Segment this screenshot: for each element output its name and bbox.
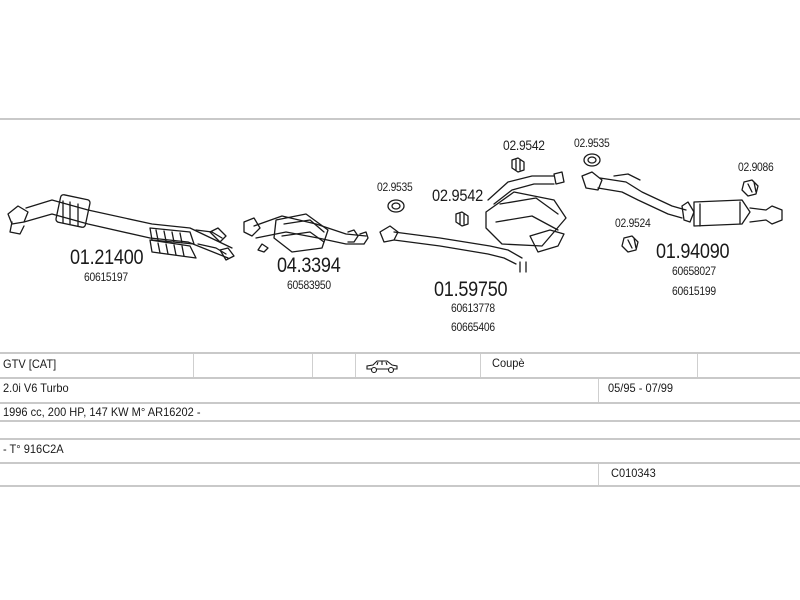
car-icon (366, 360, 398, 374)
oe-reference: 60615197 (84, 270, 128, 284)
table-row-line-1 (0, 352, 800, 354)
small-part-code[interactable]: 02.9535 (377, 180, 413, 194)
table-row-line-3 (0, 402, 800, 404)
table-col-divider (193, 354, 194, 377)
small-part-code[interactable]: 02.9524 (615, 216, 651, 230)
body-type: Coupè (492, 356, 525, 370)
engine-specs: 1996 cc, 200 HP, 147 KW M° AR16202 - (3, 405, 201, 419)
part-code[interactable]: 01.21400 (70, 246, 144, 269)
small-part-code[interactable]: 02.9535 (574, 136, 610, 150)
table-col-divider (598, 379, 599, 402)
oe-reference: 60583950 (287, 278, 331, 292)
vehicle-model: GTV [CAT] (3, 357, 57, 371)
catalytic-converter (243, 213, 369, 253)
hanger-02-9542-a (455, 211, 469, 227)
exhaust-diagram (7, 153, 783, 273)
part-code[interactable]: 04.3394 (277, 254, 341, 277)
table-col-divider (355, 354, 356, 377)
vehicle-type-code: - T° 916C2A (3, 442, 64, 456)
hanger-02-9086 (741, 179, 759, 197)
oe-reference: 60615199 (672, 284, 716, 298)
rear-silencer (581, 171, 783, 227)
engine-description: 2.0i V6 Turbo (3, 381, 69, 395)
small-part-code[interactable]: 02.9542 (432, 186, 484, 205)
small-part-code[interactable]: 02.9542 (503, 137, 545, 153)
part-code[interactable]: 01.59750 (434, 278, 508, 301)
gasket-02-9535-b (583, 153, 601, 167)
table-row-line-6 (0, 462, 800, 464)
top-divider (0, 118, 800, 120)
gasket-02-9535-a (387, 199, 405, 213)
table-row-line-2 (0, 377, 800, 379)
production-years: 05/95 - 07/99 (608, 381, 674, 395)
small-part-code[interactable]: 02.9086 (738, 160, 774, 174)
hanger-02-9524 (621, 235, 639, 253)
oe-reference: 60658027 (672, 264, 716, 278)
table-row-line-7 (0, 485, 800, 487)
table-col-divider (697, 354, 698, 377)
oe-reference: 60613778 (451, 301, 495, 315)
table-row-line-4 (0, 420, 800, 422)
front-pipe-with-catalyst (7, 194, 235, 261)
table-col-divider (598, 464, 599, 485)
part-code[interactable]: 01.94090 (656, 240, 730, 263)
oe-reference: 60665406 (451, 320, 495, 334)
table-col-divider (312, 354, 313, 377)
table-row-line-5 (0, 438, 800, 440)
catalog-reference: C010343 (611, 466, 656, 480)
table-col-divider (480, 354, 481, 377)
hanger-02-9542-b (511, 157, 525, 173)
middle-pipe-with-silencer (379, 171, 567, 273)
